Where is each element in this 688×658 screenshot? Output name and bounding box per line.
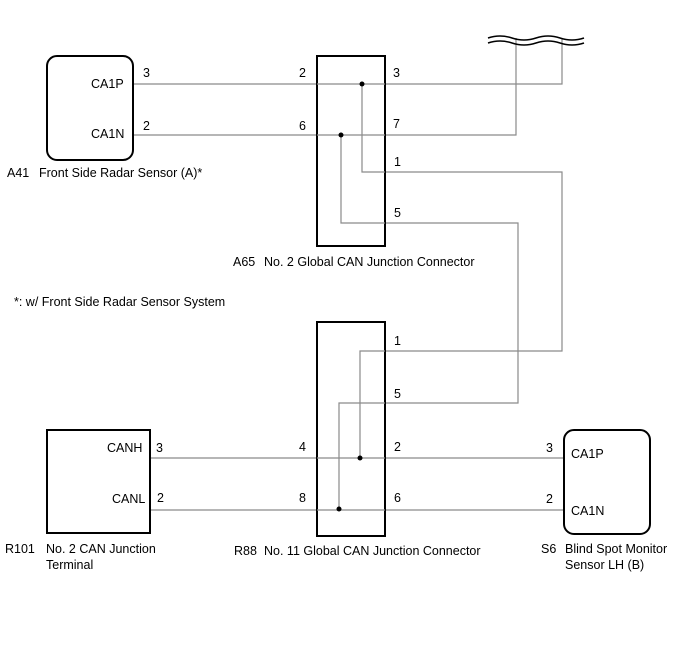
a41-pin-top-label: CA1P [91,77,124,91]
a65-connector-box [316,55,386,247]
wire-a65-pin7-out [385,38,517,136]
a41-pin-bottom-label: CA1N [91,127,124,141]
a65-right-pin: 1 [394,155,401,169]
r101-name-line1: No. 2 CAN Junction [46,542,156,556]
r101-pin-top-no: 3 [156,441,163,455]
r101-pin-bottom-no: 2 [157,491,164,505]
a65-left-pin: 6 [299,119,306,133]
wire-a65-1-to-r88-1 [385,171,563,352]
s6-pin-top-label: CA1P [571,447,604,461]
r88-name: No. 11 Global CAN Junction Connector [264,544,481,558]
a65-code: A65 [233,255,255,269]
r88-internal-path-top [359,350,385,458]
r88-connector-box [316,321,386,537]
connector-internal-wires [317,83,385,511]
s6-sensor-box [563,429,651,535]
junction-dot [357,455,363,461]
s6-pin-bottom-no: 2 [546,492,553,506]
a65-right-pin: 7 [393,117,400,131]
wire-break-symbol-2 [487,40,585,46]
a65-right-pin: 3 [393,66,400,80]
r88-right-pin: 1 [394,334,401,348]
r101-name-line2: Terminal [46,558,93,572]
r88-right-pin: 6 [394,491,401,505]
s6-name-line2: Sensor LH (B) [565,558,644,572]
a65-right-pin: 5 [394,206,401,220]
a65-left-pin: 2 [299,66,306,80]
r88-internal-path-bottom [338,402,385,509]
a41-pin-bottom-no: 2 [143,119,150,133]
s6-code: S6 [541,542,556,556]
s6-name-line1: Blind Spot Monitor [565,542,667,556]
wire-a65-pin3-out [385,38,563,85]
r101-code: R101 [5,542,35,556]
r88-left-pin: 8 [299,491,306,505]
r88-code: R88 [234,544,257,558]
wire-a65-5-to-r88-5 [385,222,519,404]
junction-dot [336,506,342,512]
junction-dot [338,132,344,138]
r88-right-pin: 5 [394,387,401,401]
a65-name: No. 2 Global CAN Junction Connector [264,255,475,269]
r101-terminal-box [46,429,151,534]
r101-pin-top-label: CANH [107,441,142,455]
a41-name: Front Side Radar Sensor (A)* [39,166,202,180]
a41-code: A41 [7,166,29,180]
r101-pin-bottom-label: CANL [112,492,145,506]
footnote: *: w/ Front Side Radar Sensor System [14,295,225,309]
wire-break-symbol [487,35,585,41]
r88-left-pin: 4 [299,440,306,454]
a41-sensor-box [46,55,134,161]
a65-internal-path-bottom [340,135,385,224]
a65-internal-path-top [361,84,385,173]
s6-pin-top-no: 3 [546,441,553,455]
a41-pin-top-no: 3 [143,66,150,80]
s6-pin-bottom-label: CA1N [571,504,604,518]
r88-right-pin: 2 [394,440,401,454]
junction-dot [359,81,365,87]
